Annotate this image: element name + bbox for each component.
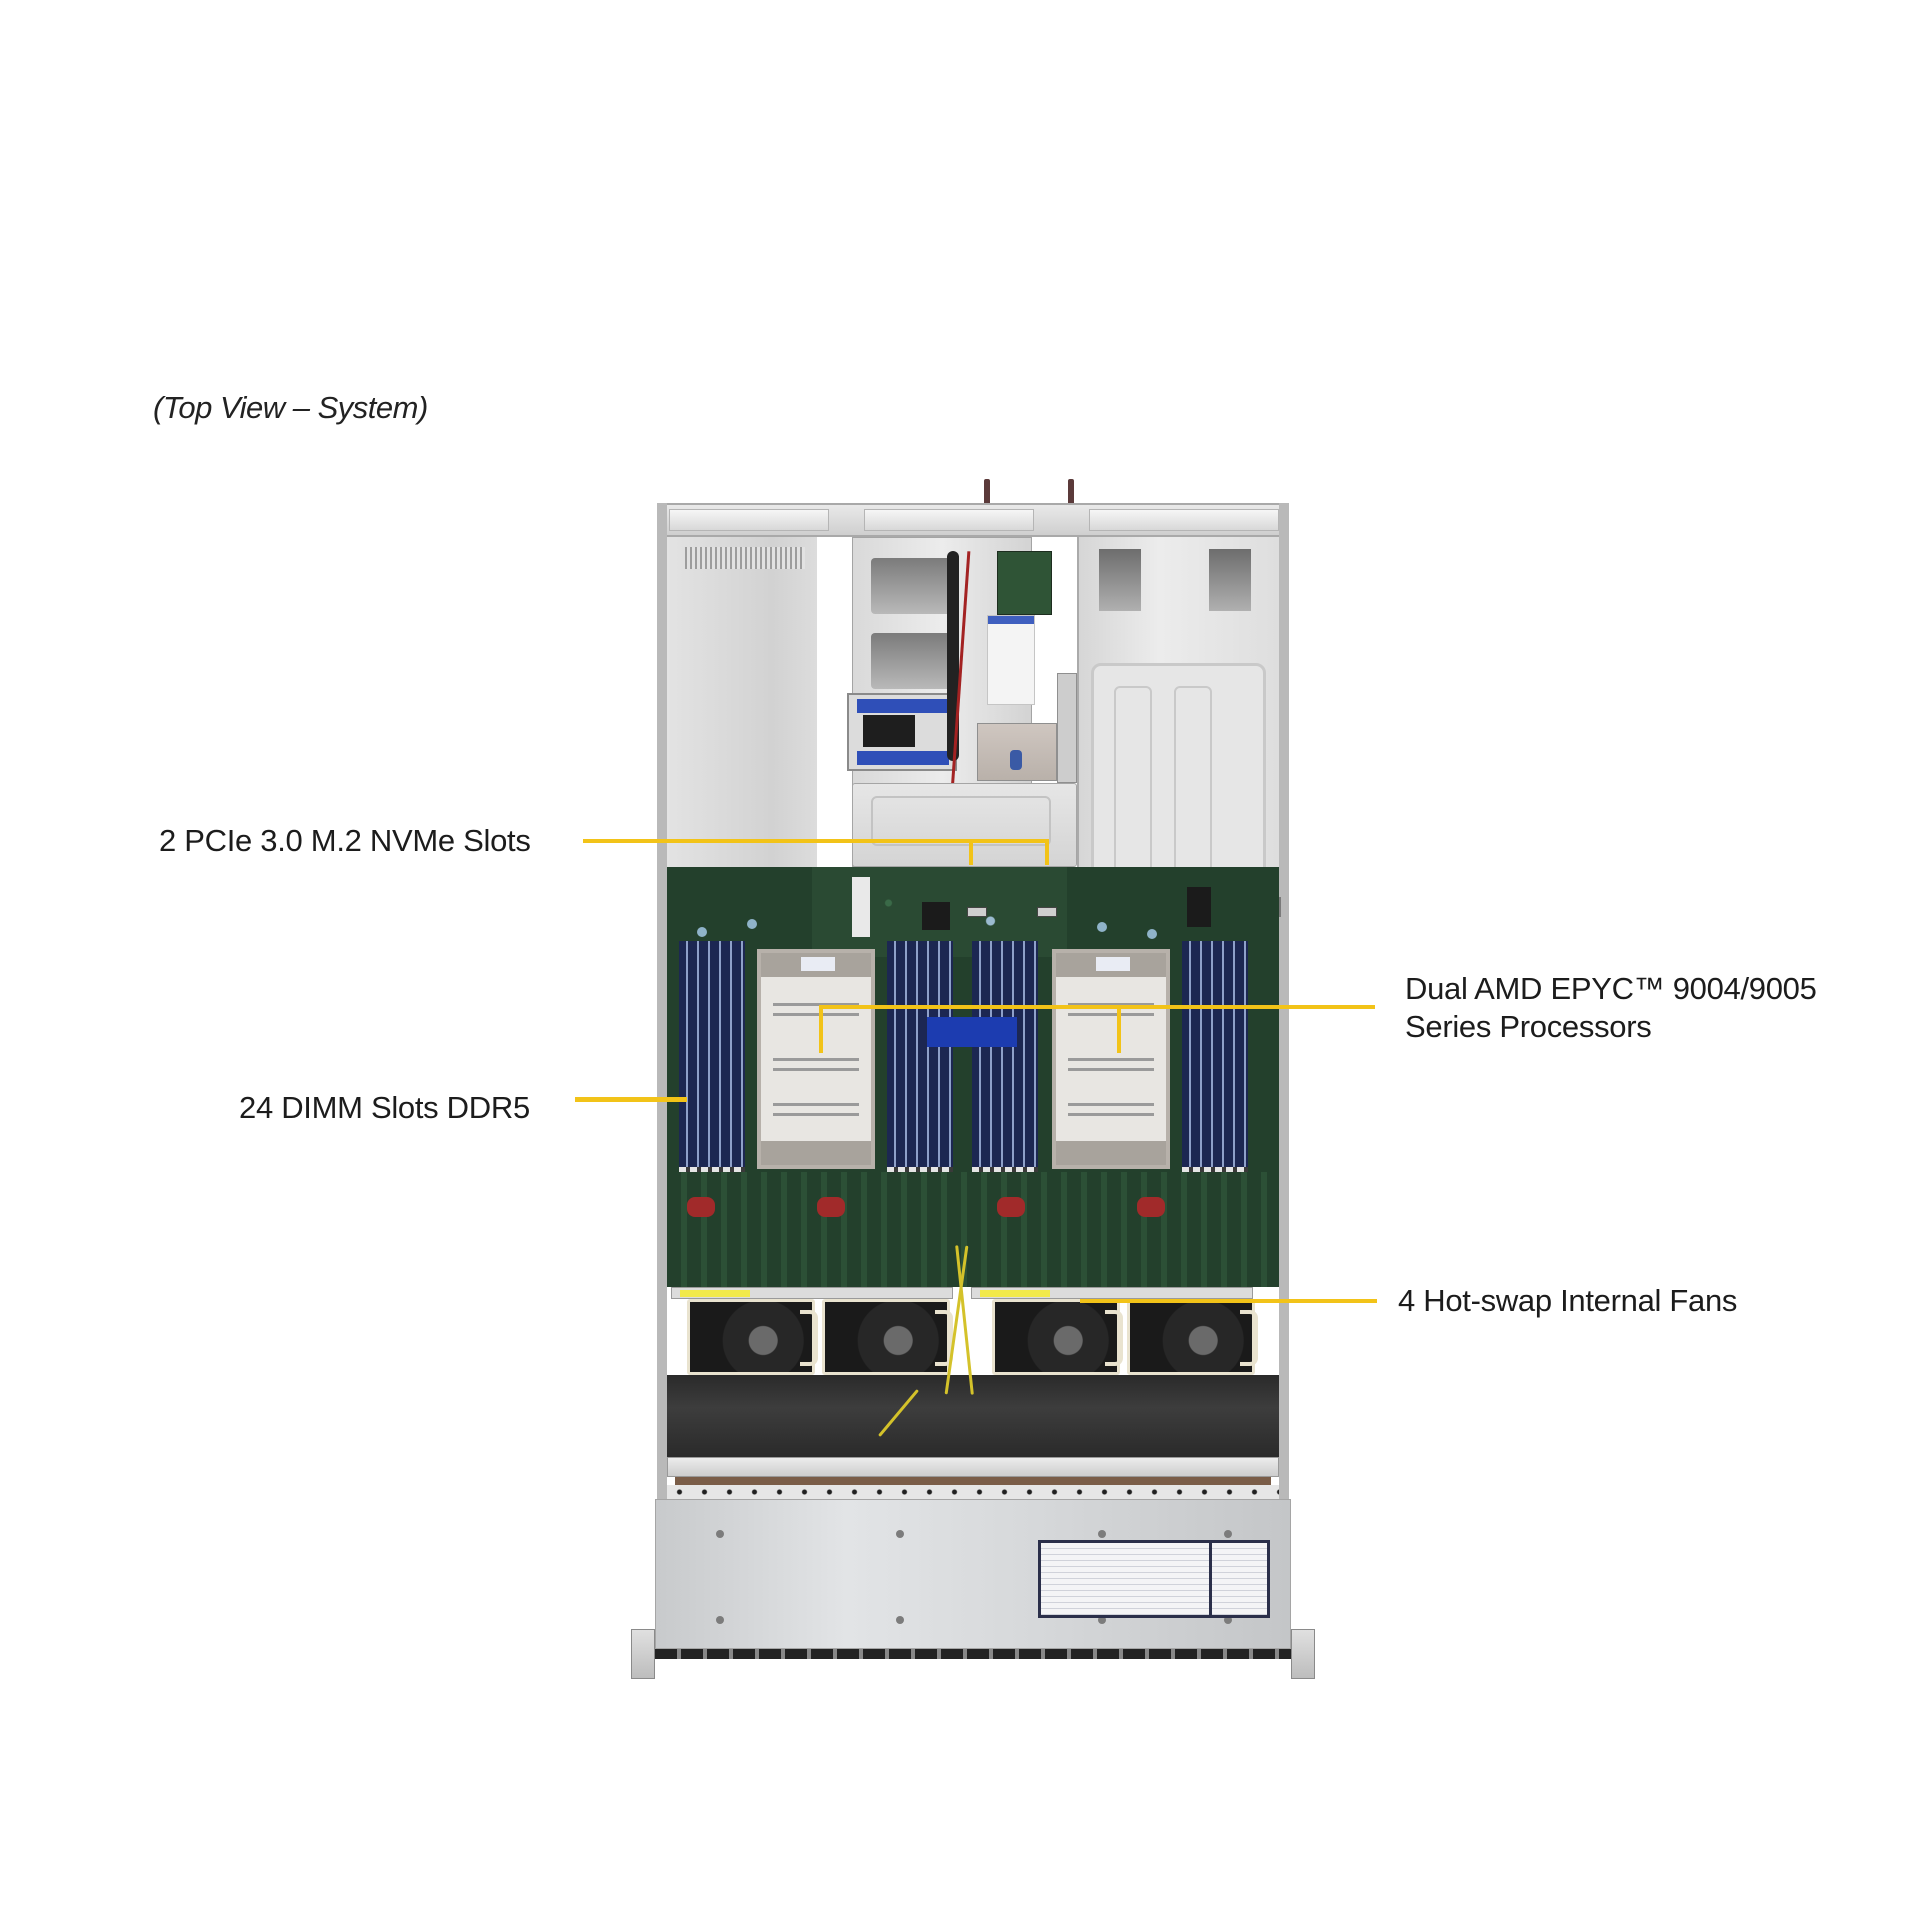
leader-line-fans: [1080, 1299, 1377, 1303]
callout-label-fans: 4 Hot-swap Internal Fans: [1398, 1283, 1738, 1318]
dimm-bank: [972, 941, 1038, 1171]
air-shroud: [852, 783, 1077, 867]
leader-tick-m2-a: [969, 839, 973, 865]
center-label: [927, 1017, 1017, 1047]
leader-line-cpu: [820, 1005, 1375, 1009]
m2-slot: [967, 907, 987, 917]
fan-module: [1127, 1299, 1258, 1375]
motherboard: [667, 867, 1279, 1287]
rack-ear-right: [1291, 1629, 1315, 1679]
dimm-bank: [887, 941, 953, 1171]
leader-tick-cpu-b: [1117, 1005, 1121, 1053]
callout-label-cpu-line1: Dual AMD EPYC™ 9004/9005: [1405, 971, 1817, 1006]
fan-module: [822, 1299, 953, 1375]
callout-label-dimm: 24 DIMM Slots DDR5: [239, 1090, 530, 1125]
callout-label-cpu: Dual AMD EPYC™ 9004/9005 Series Processo…: [1405, 970, 1817, 1046]
power-supply-bay: [1077, 537, 1281, 917]
fan-module: [687, 1299, 818, 1375]
cpu-heatsink: [1052, 949, 1170, 1169]
rear-panel: [657, 503, 1289, 537]
callout-label-m2-slots: 2 PCIe 3.0 M.2 NVMe Slots: [159, 823, 531, 858]
cpu-heatsink: [757, 949, 875, 1169]
rack-ear-left: [631, 1629, 655, 1679]
leader-line-dimm: [575, 1097, 687, 1102]
service-label: [1038, 1540, 1270, 1618]
dimm-bank: [1182, 941, 1248, 1171]
view-caption: (Top View – System): [153, 390, 428, 425]
server-chassis-image: [631, 479, 1315, 1679]
riser-board: [997, 551, 1052, 615]
left-bay: [667, 537, 817, 867]
m2-drive-tray: [847, 693, 957, 771]
dimm-bank: [679, 941, 745, 1171]
rear-antenna: [1068, 479, 1074, 507]
leader-line-m2: [583, 839, 1049, 843]
rear-antenna: [984, 479, 990, 507]
fan-module: [992, 1299, 1123, 1375]
leader-tick-m2-b: [1045, 839, 1049, 865]
callout-label-cpu-line2: Series Processors: [1405, 1009, 1652, 1044]
front-cover: [655, 1499, 1291, 1649]
leader-tick-cpu-a: [819, 1005, 823, 1053]
m2-slot: [1037, 907, 1057, 917]
